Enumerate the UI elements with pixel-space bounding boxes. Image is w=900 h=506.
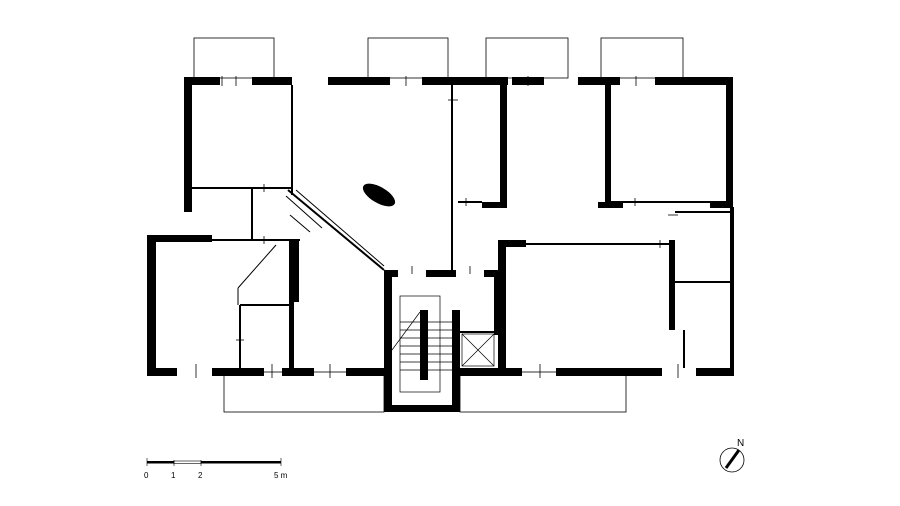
hall-diagonals bbox=[237, 189, 385, 305]
balcony-north-3 bbox=[485, 37, 569, 79]
wall bbox=[500, 85, 507, 205]
scale-bar: 0 1 2 5 m bbox=[144, 458, 288, 480]
balcony-south-left bbox=[223, 371, 385, 413]
wall bbox=[605, 85, 611, 207]
balcony-north-4 bbox=[600, 37, 684, 79]
wall bbox=[384, 270, 398, 277]
wall bbox=[484, 270, 500, 277]
wall bbox=[147, 368, 177, 376]
north-arrow-icon: N bbox=[719, 438, 745, 473]
scale-label-1: 1 bbox=[171, 471, 176, 480]
wall bbox=[655, 77, 733, 85]
wall bbox=[498, 240, 526, 247]
wall bbox=[184, 77, 220, 85]
staircase bbox=[391, 295, 452, 393]
wall bbox=[252, 77, 292, 85]
balcony-north-1 bbox=[193, 37, 275, 79]
wall bbox=[669, 240, 675, 330]
wall bbox=[730, 207, 734, 375]
wall bbox=[384, 405, 460, 412]
wall bbox=[578, 77, 620, 85]
wall bbox=[460, 368, 522, 376]
wall bbox=[494, 270, 500, 335]
wall bbox=[726, 77, 733, 207]
wall bbox=[212, 368, 264, 376]
window-marks bbox=[195, 76, 679, 378]
wall bbox=[289, 240, 299, 302]
scale-label-0: 0 bbox=[144, 471, 149, 480]
wall bbox=[598, 202, 623, 208]
wall bbox=[384, 270, 392, 412]
wall bbox=[328, 77, 390, 85]
balcony-north-2 bbox=[367, 37, 449, 79]
wall bbox=[422, 77, 508, 85]
wall bbox=[420, 310, 428, 380]
scale-label-2: 2 bbox=[198, 471, 203, 480]
wall bbox=[289, 300, 294, 372]
wall bbox=[184, 77, 192, 212]
wall bbox=[282, 368, 314, 376]
balcony-south-right bbox=[459, 371, 627, 413]
partitions bbox=[192, 85, 730, 368]
scale-label-5m: 5 m bbox=[274, 471, 288, 480]
wall bbox=[482, 202, 507, 208]
wall bbox=[426, 270, 456, 277]
wall bbox=[452, 310, 460, 412]
wall bbox=[556, 368, 662, 376]
shaft bbox=[461, 333, 495, 367]
wall bbox=[696, 368, 734, 376]
wall bbox=[346, 368, 386, 376]
wall bbox=[498, 240, 506, 375]
oval-void-icon bbox=[362, 183, 396, 207]
north-label: N bbox=[737, 438, 744, 449]
wall bbox=[147, 235, 156, 375]
wall bbox=[147, 235, 212, 242]
walls bbox=[147, 77, 734, 412]
wall bbox=[710, 202, 730, 208]
